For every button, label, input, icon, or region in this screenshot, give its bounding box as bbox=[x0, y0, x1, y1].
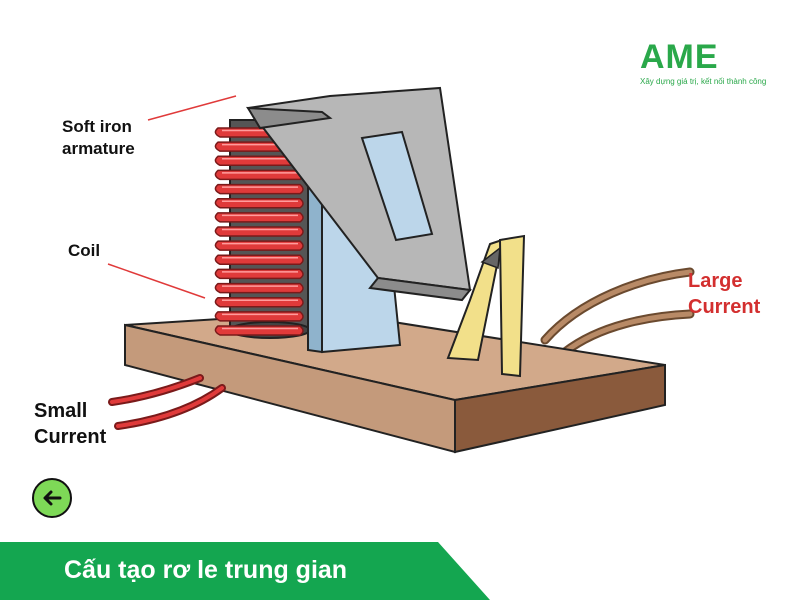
arrow-left-icon bbox=[40, 486, 64, 510]
label-large-current: Large Current bbox=[688, 268, 760, 320]
label-coil: Coil bbox=[68, 240, 100, 262]
label-soft-iron-armature: Soft iron armature bbox=[62, 116, 135, 160]
large-current-wires bbox=[545, 272, 690, 352]
coil-winding bbox=[215, 170, 303, 179]
banner-title: Cấu tạo rơ le trung gian bbox=[64, 556, 347, 585]
label-small-current: Small Current bbox=[34, 398, 106, 450]
coil-winding bbox=[215, 284, 303, 293]
coil-winding bbox=[215, 227, 303, 236]
coil-winding bbox=[215, 312, 303, 321]
coil-winding bbox=[215, 326, 303, 335]
coil-winding bbox=[215, 199, 303, 208]
coil-winding bbox=[215, 241, 303, 250]
brand-logo: AME Xây dựng giá trị, kết nối thành công bbox=[640, 40, 770, 86]
back-button[interactable] bbox=[32, 478, 72, 518]
logo-name: AME bbox=[640, 40, 770, 74]
logo-tagline: Xây dựng giá trị, kết nối thành công bbox=[640, 77, 770, 86]
coil-winding bbox=[215, 298, 303, 307]
coil-winding bbox=[215, 255, 303, 264]
coil-winding bbox=[215, 213, 303, 222]
coil-winding bbox=[215, 269, 303, 278]
coil-winding bbox=[215, 185, 303, 194]
